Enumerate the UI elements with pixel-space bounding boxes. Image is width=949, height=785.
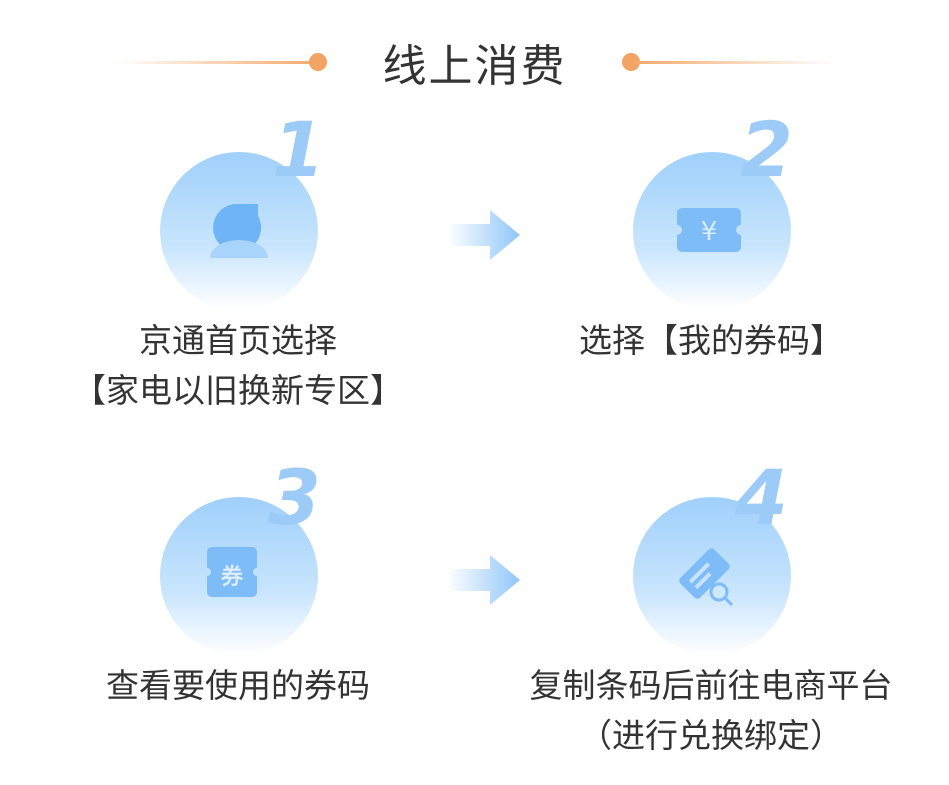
- coupon-search-icon: [679, 548, 734, 607]
- step-4-line-2: （进行兑换绑定）: [579, 716, 843, 755]
- title-dot-left: [309, 53, 327, 71]
- title-dot-right: [622, 53, 640, 71]
- step-number-4: 4: [735, 453, 788, 542]
- step-3-line-1: 查看要使用的券码: [106, 666, 370, 705]
- step-circle-1: [160, 152, 318, 310]
- step-circle-2: ¥: [633, 152, 791, 310]
- step-number-3: 3: [268, 453, 321, 542]
- title-line-left: [115, 61, 315, 64]
- coupon-icon-text: 券: [220, 565, 243, 590]
- step-4-line-1: 复制条码后前往电商平台: [529, 666, 893, 705]
- title-line-right: [635, 61, 835, 64]
- coupon-icon: [203, 547, 261, 597]
- user-icon: [210, 204, 268, 258]
- step-circle-3: 券: [160, 497, 318, 655]
- step-number-2: 2: [740, 105, 793, 194]
- step-number-1: 1: [272, 105, 325, 194]
- step-circle-4: [633, 497, 791, 655]
- svg-text:¥: ¥: [701, 217, 718, 247]
- arrow-right-icon: [447, 210, 522, 260]
- yuan-coupon-icon: ¥: [672, 208, 746, 252]
- step-1-line-2: 【家电以旧换新专区】: [73, 371, 403, 410]
- step-2-line-1: 选择【我的券码】: [579, 321, 843, 360]
- arrow-right-icon: [447, 555, 522, 605]
- step-1-line-1: 京通首页选择: [139, 321, 337, 360]
- section-title: 线上消费: [382, 41, 567, 92]
